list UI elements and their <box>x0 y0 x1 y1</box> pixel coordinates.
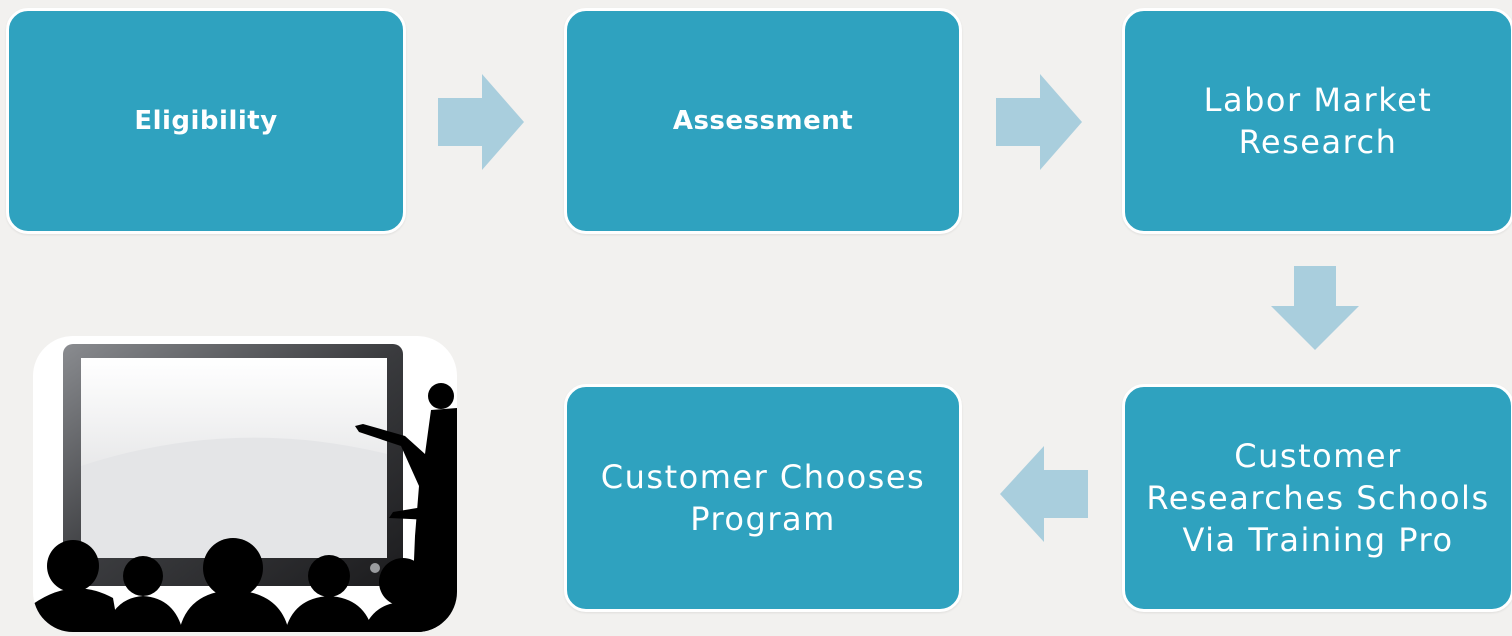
presentation-audience-icon <box>33 336 457 632</box>
arrow-left-icon <box>1000 444 1088 544</box>
arrow-right-icon <box>996 72 1082 172</box>
arrow-right-icon <box>438 72 524 172</box>
step-labor-market-research-label: Labor Market Research <box>1203 81 1433 161</box>
step-customer-researches-schools: Customer Researches Schools Via Training… <box>1122 384 1512 612</box>
step-labor-market-research: Labor Market Research <box>1122 8 1512 234</box>
step-eligibility-label: Eligibility <box>134 106 278 136</box>
step-customer-chooses-program: Customer Chooses Program <box>564 384 962 612</box>
arrow-down-icon <box>1271 266 1359 350</box>
step-assessment-label: Assessment <box>672 106 854 136</box>
step-customer-researches-schools-label: Customer Researches Schools Via Training… <box>1146 437 1490 559</box>
step-customer-chooses-program-label: Customer Chooses Program <box>600 458 926 538</box>
step-assessment: Assessment <box>564 8 962 234</box>
step-eligibility: Eligibility <box>6 8 406 234</box>
